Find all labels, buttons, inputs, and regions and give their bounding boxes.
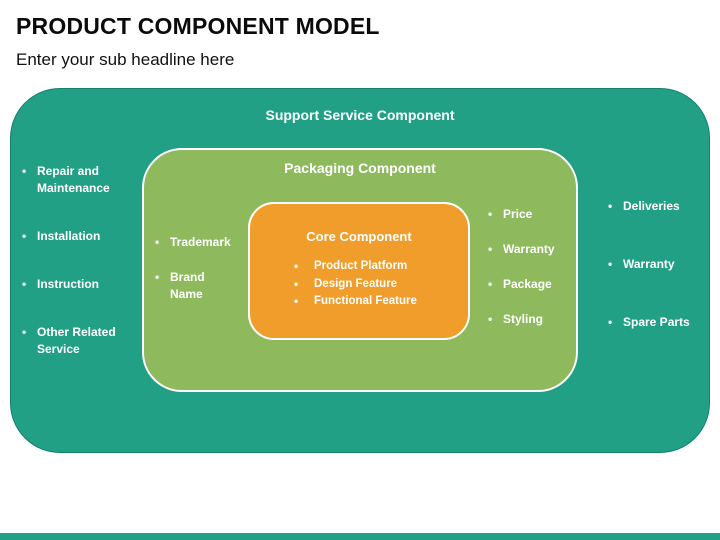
- bullet-icon: •: [608, 315, 613, 329]
- support-service-title: Support Service Component: [265, 107, 455, 123]
- bullet-icon: •: [294, 276, 299, 291]
- list-item-label: Package: [503, 277, 552, 291]
- list-item: • Trademark: [155, 234, 231, 251]
- bullet-icon: •: [488, 242, 493, 256]
- list-item: • Styling: [488, 311, 555, 328]
- list-item-label: Deliveries: [623, 199, 680, 213]
- list-item-label: Installation: [37, 229, 101, 243]
- bullet-icon: •: [608, 199, 613, 213]
- bottom-accent-bar: [0, 533, 720, 540]
- list-item-label: Brand Name: [170, 270, 205, 301]
- bullet-icon: •: [22, 325, 27, 339]
- core-list: • Product Platform • Design Feature • Fu…: [294, 258, 417, 311]
- list-item: • Functional Feature: [294, 293, 417, 311]
- list-item: • Warranty: [608, 256, 690, 273]
- bullet-icon: •: [155, 235, 160, 249]
- list-item-label: Instruction: [37, 277, 99, 291]
- list-item: • Design Feature: [294, 276, 417, 294]
- list-item-label: Warranty: [503, 242, 555, 256]
- core-shape: [248, 202, 470, 340]
- list-item: • Product Platform: [294, 258, 417, 276]
- list-item-label: Other Related Service: [37, 325, 116, 356]
- list-item-label: Functional Feature: [314, 295, 417, 307]
- packaging-right-list: • Price • Warranty • Package • Styling: [488, 206, 555, 328]
- bullet-icon: •: [294, 294, 299, 308]
- list-item: • Warranty: [488, 241, 555, 258]
- support-left-list: • Repair and Maintenance • Installation …: [22, 163, 124, 358]
- bullet-icon: •: [294, 259, 299, 273]
- list-item: • Deliveries: [608, 198, 690, 215]
- list-item-label: Spare Parts: [623, 315, 690, 329]
- bullet-icon: •: [22, 229, 27, 243]
- list-item: • Brand Name: [155, 269, 226, 303]
- bullet-icon: •: [488, 312, 493, 326]
- list-item-label: Warranty: [623, 257, 675, 271]
- list-item: • Package: [488, 276, 555, 293]
- list-item: • Repair and Maintenance: [22, 163, 124, 197]
- list-item: • Spare Parts: [608, 314, 690, 331]
- bullet-icon: •: [155, 270, 160, 284]
- list-item-label: Styling: [503, 312, 544, 326]
- bullet-icon: •: [22, 164, 27, 178]
- list-item-label: Design Feature: [314, 277, 398, 290]
- packaging-left-list: • Trademark • Brand Name: [155, 234, 231, 303]
- core-title: Core Component: [306, 229, 412, 244]
- support-right-list: • Deliveries • Warranty • Spare Parts: [608, 198, 690, 331]
- list-item-label: Trademark: [170, 235, 231, 249]
- bullet-icon: •: [608, 257, 613, 271]
- list-item: • Installation: [22, 228, 124, 245]
- list-item: • Other Related Service: [22, 324, 124, 358]
- bullet-icon: •: [488, 277, 493, 291]
- list-item-label: Product Platform: [314, 260, 408, 272]
- page-subtitle: Enter your sub headline here: [16, 50, 235, 69]
- packaging-title: Packaging Component: [284, 160, 436, 176]
- list-item-label: Price: [503, 207, 533, 221]
- list-item-label: Repair and Maintenance: [37, 164, 110, 195]
- bullet-icon: •: [22, 277, 27, 291]
- list-item: • Price: [488, 206, 555, 223]
- bullet-icon: •: [488, 207, 493, 221]
- list-item: • Instruction: [22, 276, 124, 293]
- page-title: PRODUCT COMPONENT MODEL: [16, 13, 380, 39]
